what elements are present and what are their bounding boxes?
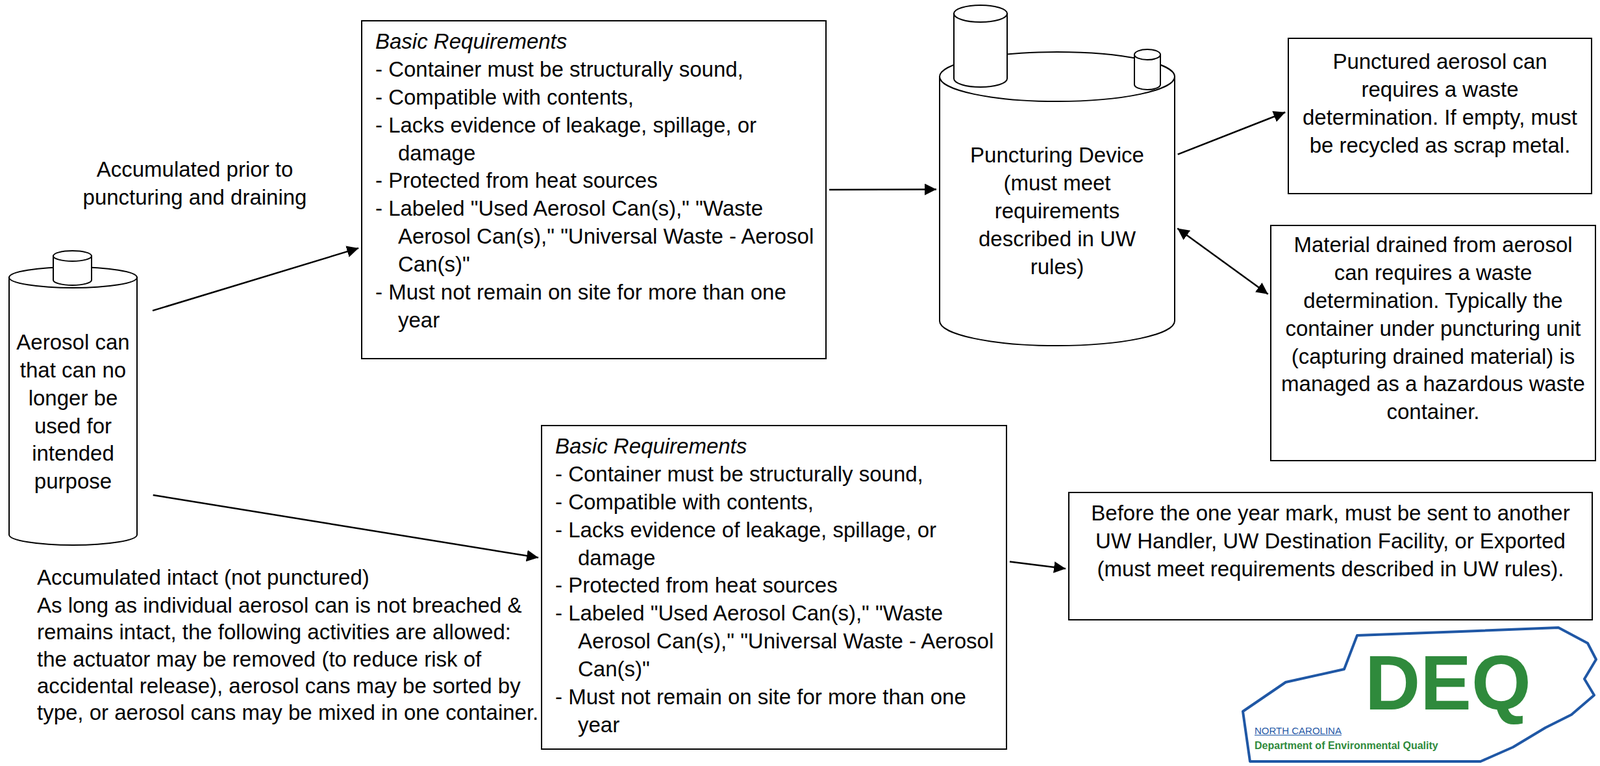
node-text: Punctured aerosol can requires a waste d… (1298, 48, 1582, 160)
node-text: Before the one year mark, must be sent t… (1077, 499, 1584, 584)
box-heading: Basic Requirements (375, 27, 819, 56)
flow-arrow (1177, 112, 1286, 155)
node-text: Material drained from aerosol can requir… (1279, 231, 1588, 426)
puncturing-device: Puncturing Device (must meet requirement… (938, 5, 1176, 347)
outcome-box: Material drained from aerosol can requir… (1270, 224, 1597, 462)
node-text: Aerosol can that can no longer be used f… (16, 328, 130, 496)
requirement-item: - Protected from heat sources (555, 571, 1000, 600)
flow-arrow (829, 188, 937, 191)
flow-label: Accumulated intact (not punctured) (37, 563, 544, 592)
cylinder-cap (953, 13, 1008, 88)
flow-arrow (152, 248, 359, 311)
requirement-item: - Protected from heat sources (375, 166, 819, 195)
logo-state-name: NORTH CAROLINA (1254, 724, 1450, 737)
requirement-item: - Compatible with contents, (555, 488, 1000, 517)
flow-arrow (1009, 561, 1066, 569)
state-outline (1242, 627, 1597, 762)
flow-arrow (1177, 228, 1269, 295)
aerosol-can: Aerosol can that can no longer be used f… (8, 250, 138, 546)
flow-arrow (153, 494, 539, 558)
box-heading: Basic Requirements (555, 432, 1000, 461)
requirements-box: Basic Requirements- Container must be st… (540, 424, 1008, 750)
cylinder-body (939, 76, 1175, 346)
requirement-item: - Compatible with contents, (375, 83, 819, 112)
logo-wordmark: DEQ (1364, 644, 1573, 721)
cylinder-body (9, 277, 138, 545)
requirement-item: - Labeled "Used Aerosol Can(s)," "Waste … (375, 194, 819, 279)
requirement-item: - Labeled "Used Aerosol Can(s)," "Waste … (555, 599, 1000, 684)
requirement-item: - Lacks evidence of leakage, spillage, o… (375, 111, 819, 168)
note-text: As long as individual aerosol can is not… (37, 591, 541, 726)
cylinder-cap-top (53, 250, 92, 262)
requirement-item: - Must not remain on site for more than … (375, 278, 819, 335)
outcome-box: Punctured aerosol can requires a waste d… (1287, 37, 1593, 195)
shipment-box: Before the one year mark, must be sent t… (1068, 491, 1593, 621)
cylinder-cap-top (953, 5, 1008, 23)
requirement-item: - Must not remain on site for more than … (555, 683, 1000, 739)
cylinder-cap-top (1134, 49, 1161, 60)
requirements-box: Basic Requirements- Container must be st… (361, 20, 827, 360)
node-text: Puncturing Device (must meet requirement… (959, 141, 1155, 281)
logo-agency-name: Department of Environmental Quality (1254, 738, 1489, 752)
requirement-item: - Container must be structurally sound, (555, 460, 1000, 489)
requirement-item: - Lacks evidence of leakage, spillage, o… (555, 516, 1000, 573)
requirement-item: - Container must be structurally sound, (375, 55, 819, 84)
edge-label: Accumulated prior to puncturing and drai… (58, 155, 332, 212)
